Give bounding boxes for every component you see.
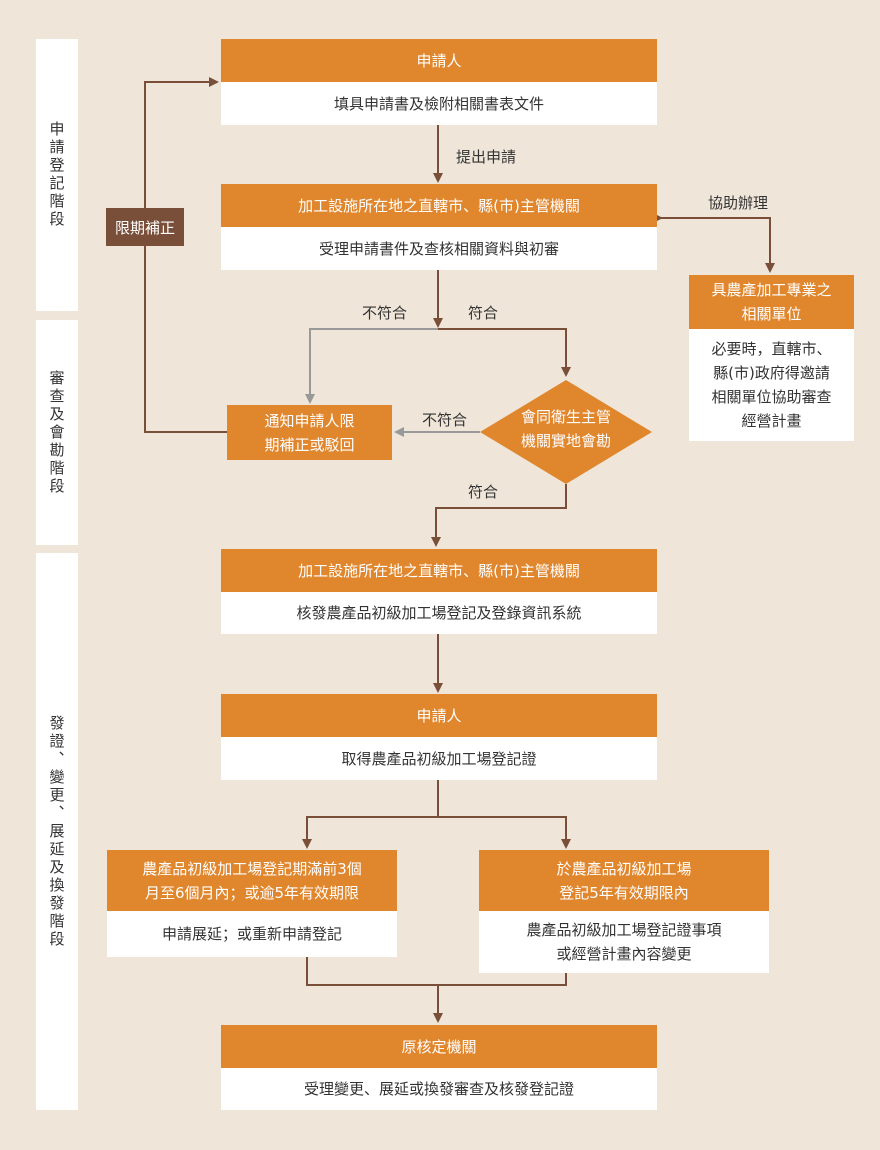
arrow-noncompliant	[305, 328, 438, 404]
arrow-split-change	[438, 816, 567, 847]
original-authority-body: 受理變更、展延或換發審查及核發登記證	[221, 1068, 657, 1110]
applicant1-head: 申請人	[221, 39, 657, 82]
compliant-label-2: 符合	[468, 483, 499, 501]
applicant2-body: 取得農產品初級加工場登記證	[221, 737, 657, 780]
arrow-merge	[306, 957, 567, 986]
assist-label: 協助辦理	[708, 194, 769, 212]
renewal-head: 農產品初級加工場登記期滿前3個 月至6個月內；或逾5年有效期限	[107, 850, 397, 911]
applicant1-body: 填具申請書及檢附相關書表文件	[221, 82, 657, 125]
renewal-body: 申請展延；或重新申請登記	[107, 911, 397, 957]
authority1-body: 受理申請書件及查核相關資料與初審	[221, 227, 657, 270]
applicant2-head: 申請人	[221, 694, 657, 737]
inspection-diamond-shape	[480, 380, 652, 484]
original-authority-head: 原核定機關	[221, 1025, 657, 1068]
authority2-body: 核發農產品初級加工場登記及登錄資訊系統	[221, 592, 657, 634]
stage-issuance: 發證、變更、展延及換發階段	[36, 553, 78, 1110]
related-unit-head: 具農產加工專業之 相關單位	[689, 275, 854, 329]
stage-review: 審查及會勘階段	[36, 320, 78, 545]
correction-label: 限期補正	[106, 208, 184, 246]
compliant-label: 符合	[468, 304, 499, 322]
notify-box: 通知申請人限 期補正或駁回	[227, 405, 392, 460]
authority2-head: 加工設施所在地之直轄市、縣(市)主管機關	[221, 549, 657, 592]
change-body: 農產品初級加工場登記證事項 或經營計畫內容變更	[479, 911, 769, 973]
change-head: 於農產品初級加工場 登記5年有效期限內	[479, 850, 769, 911]
arrow-diamond-compliant	[431, 484, 567, 547]
arrow-split-renewal	[302, 780, 439, 849]
inspection-diamond: 會同衛生主管 機關實地會勘	[520, 408, 611, 450]
authority1-head: 加工設施所在地之直轄市、縣(市)主管機關	[221, 184, 657, 227]
submit-label: 提出申請	[456, 148, 517, 166]
noncompliant-label: 不符合	[362, 304, 408, 322]
stage-application: 申請登記階段	[36, 39, 78, 311]
noncompliant-label-2: 不符合	[422, 411, 468, 429]
related-unit-body: 必要時，直轄市、 縣(市)政府得邀請 相關單位協助審查 經營計畫	[689, 329, 854, 441]
arrow-compliant	[438, 328, 571, 377]
arrow-assist	[653, 213, 775, 273]
arrow-correction-loop	[144, 77, 227, 433]
